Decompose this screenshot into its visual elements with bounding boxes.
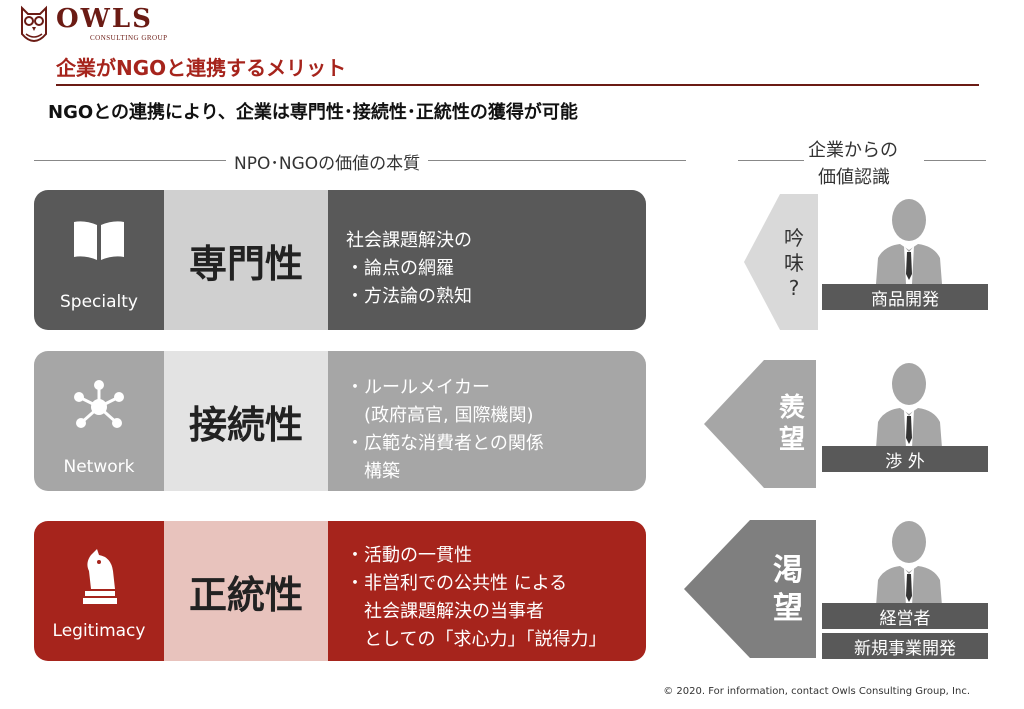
arrow-char: 羨	[778, 393, 805, 423]
legitimacy-label: Legitimacy	[52, 621, 146, 641]
right-header-rule-left	[738, 160, 804, 161]
arrow-text-craving: 渇 望	[760, 552, 816, 628]
left-header-label: NPO･NGOの価値の本質	[226, 149, 429, 174]
owl-logo-icon	[21, 5, 47, 42]
legitimacy-desc-line: ・非営利での公共性 による	[346, 573, 568, 594]
legitimacy-icon-cell: Legitimacy	[34, 521, 164, 661]
specialty-description: 社会課題解決の ・論点の網羅 ・方法論の熟知	[328, 190, 646, 330]
specialty-desc-line: ・論点の網羅	[346, 258, 454, 279]
legitimacy-description: ・活動の一貫性 ・非営利での公共性 による 社会課題解決の当事者 としての「求心…	[328, 521, 646, 661]
book-icon	[74, 221, 124, 260]
specialty-desc-line: ・方法論の熟知	[346, 286, 472, 307]
specialty-label: Specialty	[60, 292, 138, 312]
person-icon	[876, 363, 942, 448]
arrow-char: 望	[773, 591, 803, 626]
legitimacy-desc-line: としての「求心力」「説得力」	[364, 629, 607, 650]
chess-knight-icon	[83, 549, 117, 604]
network-icon	[74, 380, 124, 428]
network-label: Network	[63, 457, 135, 477]
network-name: 接続性	[164, 351, 328, 491]
role-label: 商品開発	[822, 284, 988, 310]
network-desc-line: ・広範な消費者との関係	[346, 433, 544, 454]
network-description: ・ルールメイカー (政府高官, 国際機関) ・広範な消費者との関係 構築	[328, 351, 646, 491]
role-label: 渉 外	[822, 446, 988, 472]
legitimacy-desc-line: ・活動の一貫性	[346, 545, 472, 566]
arrow-text-examine: 吟 味 ?	[770, 226, 818, 301]
specialty-icon-cell: Specialty	[34, 190, 164, 330]
value-row-legitimacy: Legitimacy 正統性 ・活動の一貫性 ・非営利での公共性 による 社会課…	[34, 521, 646, 661]
footer-copyright: © 2020. For information, contact Owls Co…	[663, 686, 970, 697]
title-divider	[56, 84, 979, 86]
person-icon	[876, 199, 942, 284]
arrow-char: 望	[778, 425, 805, 455]
right-header-line2: 価値認識	[818, 163, 890, 189]
right-header-line1: 企業からの	[808, 136, 898, 162]
arrow-char: 味	[784, 251, 804, 275]
network-desc-line: 構築	[364, 461, 400, 482]
person-icon	[876, 521, 942, 606]
page-subtitle: NGOとの連携により、企業は専門性･接続性･正統性の獲得が可能	[48, 102, 578, 123]
legitimacy-desc-line: 社会課題解決の当事者	[364, 601, 544, 622]
arrow-left-icon	[684, 520, 816, 658]
legitimacy-name: 正統性	[164, 521, 328, 661]
specialty-name: 専門性	[164, 190, 328, 330]
brand-name: OWLS	[56, 4, 153, 34]
right-header-rule-right	[924, 160, 986, 161]
network-icon-cell: Network	[34, 351, 164, 491]
arrow-left-icon	[744, 194, 818, 330]
brand-tagline: CONSULTING GROUP	[90, 34, 168, 42]
page-title: 企業がNGOと連携するメリット	[56, 56, 347, 80]
role-label: 新規事業開発	[822, 633, 988, 659]
arrow-text-envy: 羨 望	[768, 392, 816, 456]
specialty-desc-line: 社会課題解決の	[346, 230, 472, 251]
arrow-left-icon	[704, 360, 816, 488]
value-row-network: Network 接続性 ・ルールメイカー (政府高官, 国際機関) ・広範な消費…	[34, 351, 646, 491]
arrow-char: 渇	[773, 553, 803, 588]
network-desc-line: (政府高官, 国際機関)	[364, 405, 534, 426]
role-label: 経営者	[822, 603, 988, 629]
arrow-char: 吟	[784, 226, 804, 250]
value-row-specialty: Specialty 専門性 社会課題解決の ・論点の網羅 ・方法論の熟知	[34, 190, 646, 330]
network-desc-line: ・ルールメイカー	[346, 377, 490, 398]
arrow-char: ?	[788, 276, 800, 300]
